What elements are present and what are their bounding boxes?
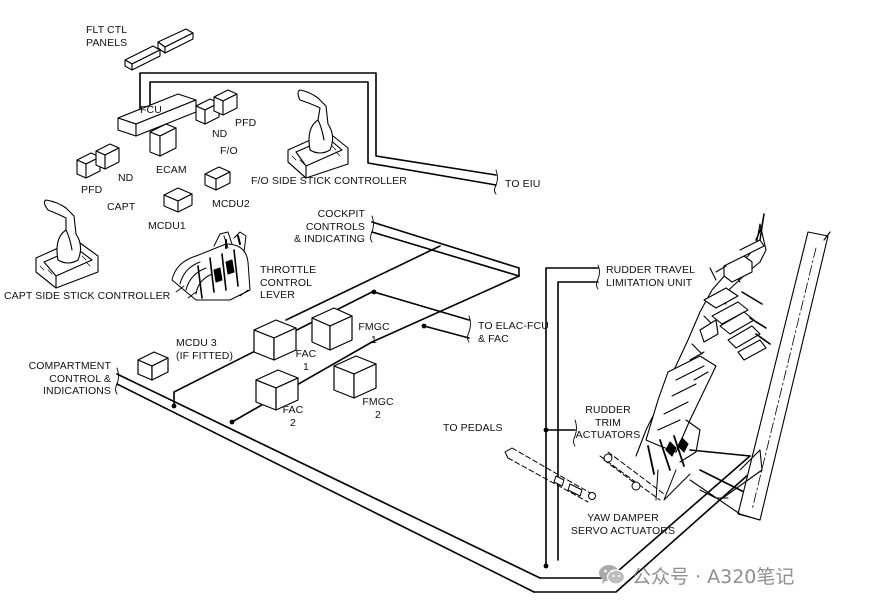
fmgc1-label: FMGC 1 [358, 321, 390, 346]
to-pedals-label: TO PEDALS [443, 422, 503, 434]
fac1-label: FAC 1 [295, 348, 317, 373]
fo-side-stick-icon [287, 89, 349, 179]
to-eiu-label: TO EIU [505, 178, 541, 190]
fac2-label: FAC 2 [282, 404, 304, 429]
capt-nd-label: ND [118, 172, 134, 184]
mcdu3-icon [137, 351, 169, 381]
ecam-display-icon [149, 123, 177, 157]
fo-nd-display-icon [195, 98, 220, 125]
fo-side-stick-label: F/O SIDE STICK CONTROLLER [251, 175, 407, 187]
fo-pfd-display-icon [213, 89, 238, 116]
pedal-linkage [504, 447, 665, 503]
pedal-linkage-parts [553, 453, 641, 500]
fmgc2-label: FMGC 2 [362, 396, 394, 421]
cockpit-controls-label: COCKPIT CONTROLS & INDICATING [293, 208, 365, 245]
flt-ctl-panels-icon [124, 28, 194, 71]
throttle-control-lever-icon [171, 231, 251, 301]
yaw-damper-servo-actuators-label: YAW DAMPER SERVO ACTUATORS [570, 512, 676, 537]
flt-ctl-panels-label: FLT CTL PANELS [86, 24, 128, 49]
rudder-travel-limitation-unit-label: RUDDER TRAVEL LIMITATION UNIT [606, 264, 696, 289]
mcdu2-icon [204, 166, 231, 191]
fac2-computer-icon [255, 369, 299, 411]
fcu-label: FCU [140, 104, 162, 116]
capt-side-stick-icon [35, 199, 99, 289]
capt-nd-display-icon [95, 143, 120, 170]
fac1-computer-icon [253, 319, 297, 361]
fcu-icon [117, 93, 197, 137]
mcdu3-label: MCDU 3 (IF FITTED) [176, 337, 234, 362]
wechat-icon [598, 563, 626, 587]
fo-pfd-label: PFD [235, 117, 257, 129]
to-eiu-wiring [139, 72, 498, 195]
compartment-control-label: COMPARTMENT CONTROL & INDICATIONS [28, 360, 111, 397]
rudder-trim-actuators-label: RUDDER TRIM ACTUATORS [575, 404, 641, 441]
capt-label: CAPT [107, 201, 136, 213]
mcdu1-icon [163, 187, 193, 213]
capt-pfd-label: PFD [81, 184, 103, 196]
fmgc2-computer-icon [333, 355, 377, 399]
capt-pfd-display-icon [76, 152, 101, 179]
capt-side-stick-label: CAPT SIDE STICK CONTROLLER [4, 290, 171, 302]
rudder-fin-structure [635, 213, 831, 521]
fo-label: F/O [220, 145, 238, 157]
mcdu1-label: MCDU1 [148, 220, 186, 232]
fo-nd-label: ND [212, 128, 228, 140]
fmgc-fac-bus [115, 245, 761, 593]
cockpit-controls-wiring [370, 215, 520, 277]
to-elac-fcu-label: TO ELAC-FCU & FAC [478, 320, 549, 345]
throttle-control-lever-label: THROTTLE CONTROL LEVER [260, 264, 317, 301]
watermark: 公众号 · A320笔记 [598, 559, 794, 591]
ecam-label: ECAM [156, 164, 187, 176]
mcdu2-label: MCDU2 [212, 198, 250, 210]
fmgc1-computer-icon [311, 307, 353, 351]
bus-junction-dots [171, 289, 549, 569]
watermark-text: 公众号 · A320笔记 [632, 565, 795, 588]
